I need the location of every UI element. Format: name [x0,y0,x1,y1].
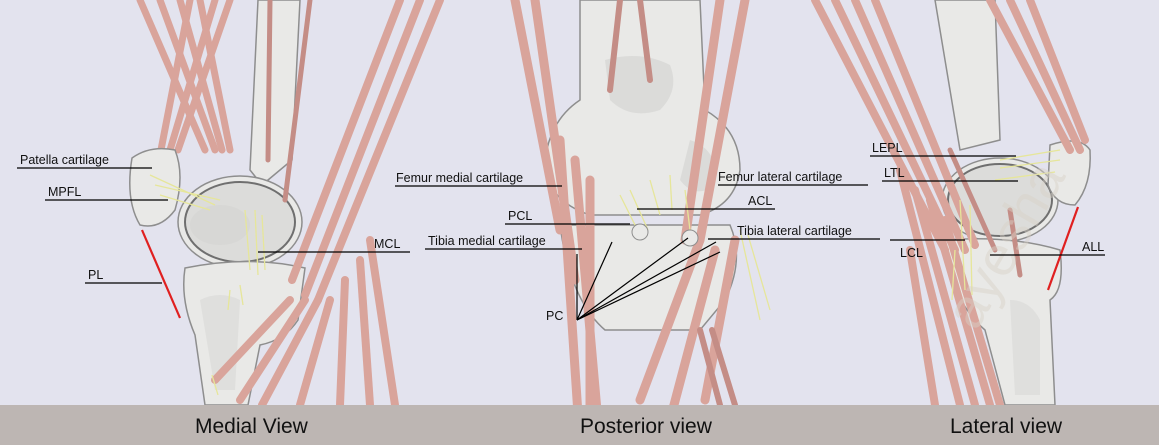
view-label-medial: Medial View [195,415,309,438]
label-mcl: MCL [374,237,400,251]
label-acl: ACL [748,194,772,208]
label-femur-lateral-cartilage: Femur lateral cartilage [718,170,842,184]
label-pc: PC [546,309,563,323]
label-mpfl: MPFL [48,185,81,199]
label-tibia-medial-cartilage: Tibia medial cartilage [428,234,546,248]
view-label-lateral: Lateral view [950,415,1063,438]
label-ltl: LTL [884,166,905,180]
label-patella-cartilage: Patella cartilage [20,153,109,167]
label-lcl: LCL [900,246,923,260]
view-label-posterior: Posterior view [580,415,713,438]
label-pcl: PCL [508,209,532,223]
label-femur-medial-cartilage: Femur medial cartilage [396,171,523,185]
label-lepl: LEPL [872,141,903,155]
label-tibia-lateral-cartilage: Tibia lateral cartilage [737,224,852,238]
label-all: ALL [1082,240,1104,254]
label-pl: PL [88,268,103,282]
